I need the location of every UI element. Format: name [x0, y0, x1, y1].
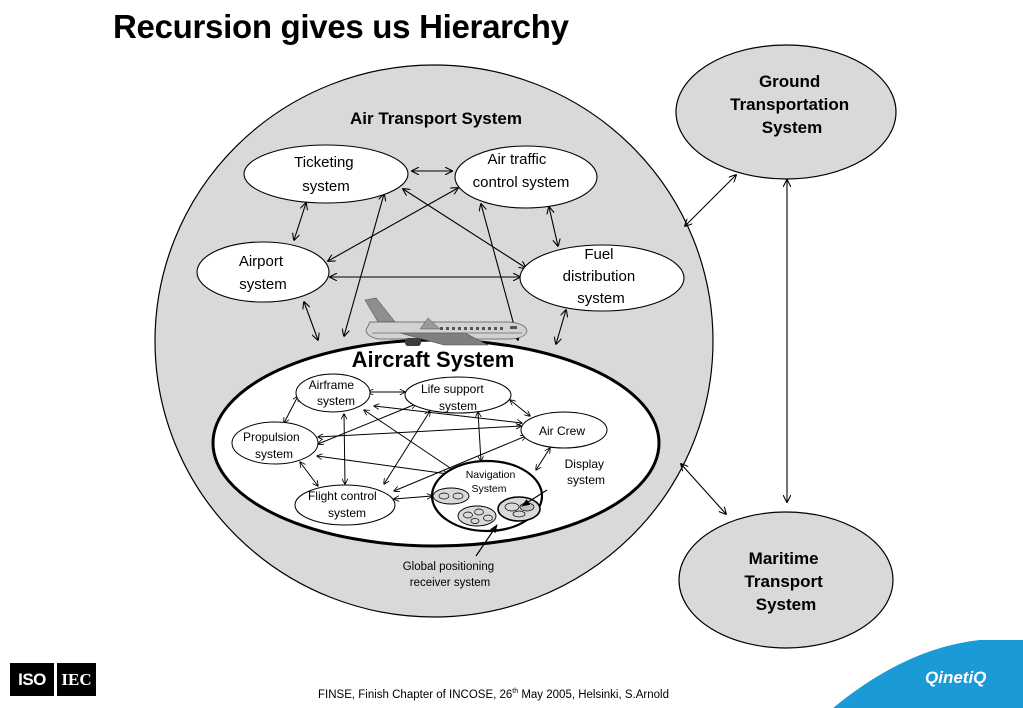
link-air-maritime — [681, 464, 726, 514]
iec-logo: IEC — [57, 663, 96, 696]
pointer-arrows — [475, 489, 548, 557]
air-transport-label: Air Transport System — [350, 109, 522, 128]
airplane-icon — [364, 297, 528, 346]
ticketing-ellipse — [243, 144, 409, 204]
footer-superscript: th — [512, 688, 519, 695]
navigation-system — [430, 459, 544, 533]
navigation-label: Navigation System — [466, 469, 519, 495]
life-support-label: Life support system — [421, 382, 487, 413]
footer: FINSE, Finish Chapter of INCOSE, 26th Ma… — [318, 688, 669, 701]
footer-text-end: May 2005, Helsinki, S.Arnold — [518, 688, 669, 701]
ground-transportation-ellipse — [675, 44, 897, 180]
slide-title: Recursion gives us Hierarchy — [113, 8, 569, 45]
aircraft-links — [284, 392, 550, 499]
airport-ellipse — [196, 241, 330, 303]
flight-control-ellipse — [294, 484, 396, 526]
airport-label: Airport system — [239, 253, 287, 293]
airframe-ellipse — [295, 373, 371, 413]
fuel-ellipse — [519, 244, 685, 312]
air-crew-ellipse — [520, 411, 608, 449]
propulsion-label: Propulsion system — [243, 430, 303, 461]
fuel-label: Fuel distribution system — [563, 246, 640, 307]
air-transport-links — [294, 171, 566, 344]
qinetiq-logo: QinetiQ — [925, 668, 987, 687]
diagram-labels: Air Transport System Ground Transportati… — [239, 72, 854, 614]
maritime-transport-ellipse — [678, 511, 894, 649]
gps-label: Global positioning receiver system — [403, 561, 498, 589]
gps-pointer — [475, 524, 498, 557]
display-label: Display system — [565, 457, 608, 487]
link-air-ground — [685, 175, 736, 226]
outer-links — [681, 175, 787, 514]
nav-subsystem-left — [432, 487, 470, 505]
brand-corner-shape — [833, 640, 1023, 708]
air-traffic-label: Air traffic control system — [473, 151, 570, 191]
footer-text-start: FINSE, Finish Chapter of INCOSE, 26 — [318, 688, 513, 701]
ground-label: Ground Transportation System — [730, 72, 854, 137]
aircraft-label: Aircraft System — [352, 347, 515, 372]
maritime-label: Maritime Transport System — [744, 549, 827, 614]
propulsion-ellipse — [231, 421, 319, 465]
iso-iec-logo: ISO IEC — [10, 663, 96, 696]
flight-control-label: Flight control system — [308, 489, 380, 520]
air-traffic-ellipse — [454, 145, 598, 209]
ticketing-label: Ticketing system — [294, 154, 358, 195]
display-pointer — [521, 489, 548, 507]
iso-logo: ISO — [10, 663, 54, 696]
gps-ellipse — [497, 496, 541, 522]
air-crew-label: Air Crew — [539, 424, 585, 438]
life-support-ellipse — [404, 376, 512, 414]
airframe-label: Airframe system — [309, 378, 358, 408]
